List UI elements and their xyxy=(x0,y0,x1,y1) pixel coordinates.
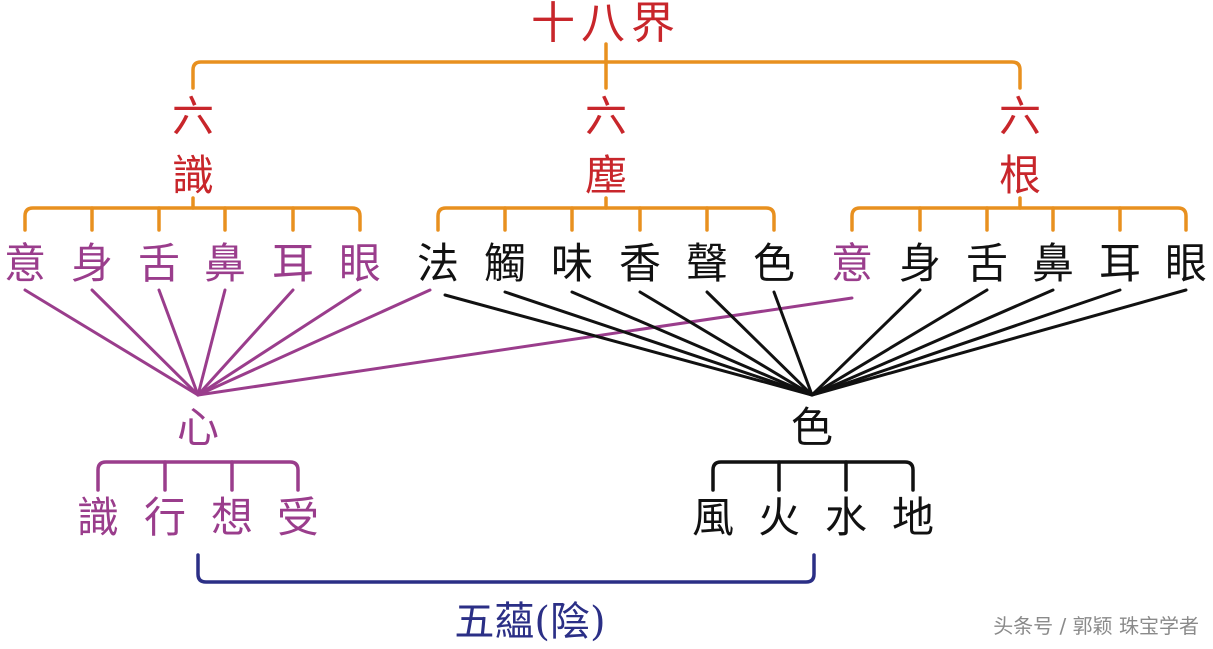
form-item: 地 xyxy=(891,493,935,542)
consciousness-item: 鼻 xyxy=(203,239,247,288)
group-brackets xyxy=(23,196,1188,232)
watermark-text: 头条号 / 郭颖 珠宝学者 xyxy=(993,614,1199,638)
skandha-bracket xyxy=(196,553,816,584)
consciousness-item: 眼 xyxy=(338,239,382,288)
form-bracket xyxy=(711,460,915,492)
consciousness-item: 身 xyxy=(70,239,114,288)
skandhas-label: 五蘊(陰) xyxy=(454,599,606,645)
mind-item: 想 xyxy=(210,493,254,542)
top-bracket xyxy=(191,42,1022,90)
object-item: 聲 xyxy=(685,239,729,288)
root-item: 眼 xyxy=(1164,239,1208,288)
mind-item: 受 xyxy=(276,493,320,542)
mind-bracket xyxy=(96,460,300,492)
mind-item: 行 xyxy=(143,493,187,542)
object-item: 香 xyxy=(618,239,662,288)
form-item: 風 xyxy=(691,493,735,542)
group-objects-bottom: 塵 xyxy=(584,151,628,200)
root-item: 身 xyxy=(898,239,942,288)
consciousness-item: 耳 xyxy=(271,239,315,288)
form-item: 水 xyxy=(824,493,868,542)
group-consciousness-top: 六 xyxy=(171,92,215,141)
group-roots-bottom: 根 xyxy=(998,151,1042,200)
mind-lines xyxy=(23,288,854,397)
root-item: 耳 xyxy=(1098,239,1142,288)
root-item: 鼻 xyxy=(1031,239,1075,288)
mind-item: 識 xyxy=(76,493,120,542)
group-objects-top: 六 xyxy=(584,92,628,141)
consciousness-item: 舌 xyxy=(137,239,181,288)
form-item: 火 xyxy=(757,493,801,542)
form-label: 色 xyxy=(790,403,834,452)
group-roots-top: 六 xyxy=(998,92,1042,141)
object-item: 觸 xyxy=(483,239,527,288)
form-lines xyxy=(443,288,1188,397)
object-item: 色 xyxy=(752,239,796,288)
object-item: 法 xyxy=(416,239,460,288)
diagram-title: 十八界 xyxy=(531,0,681,49)
mind-label: 心 xyxy=(176,403,220,452)
root-item: 舌 xyxy=(965,239,1009,288)
consciousness-item: 意 xyxy=(3,239,47,288)
root-item: 意 xyxy=(830,239,874,288)
object-item: 味 xyxy=(550,239,594,288)
group-consciousness-bottom: 識 xyxy=(171,151,215,200)
